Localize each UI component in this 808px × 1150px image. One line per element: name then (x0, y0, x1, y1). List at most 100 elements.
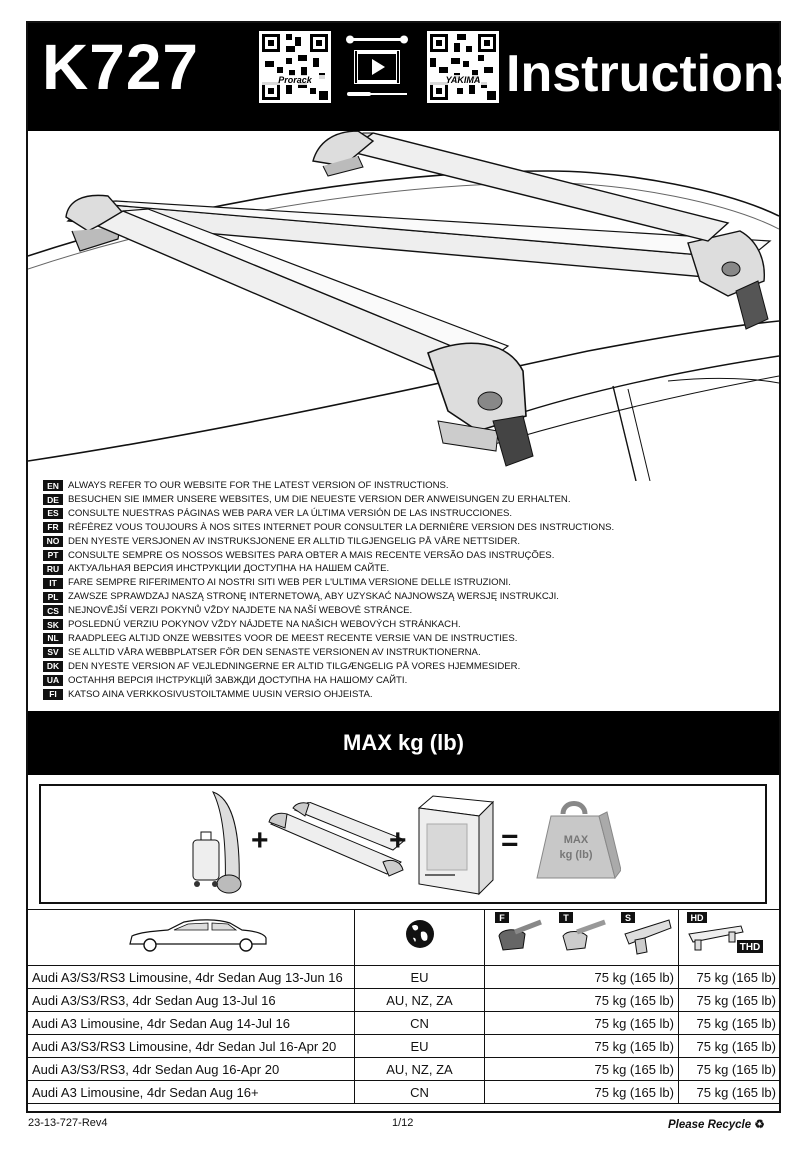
vehicle-cell: Audi A3 Limousine, 4dr Sedan Aug 16+ (27, 1080, 355, 1104)
max-weight-icon (536, 801, 621, 880)
language-notice-text: FARE SEMPRE RIFERIMENTO AI NOSTRI SITI W… (68, 577, 511, 589)
max-load-standard-cell: 75 kg (165 lb) (484, 1057, 679, 1081)
recycle-note: Please Recycle ♻ (668, 1117, 765, 1131)
max-load-heavy-duty-cell: 75 kg (165 lb) (678, 1034, 781, 1058)
language-code-badge: IT (43, 577, 63, 589)
language-notice-text: RÉFÉREZ VOUS TOUJOURS À NOS SITES INTERN… (68, 521, 615, 533)
foot-type-f-label: F (499, 913, 505, 923)
table-row: Audi A3/S3/RS3 Limousine, 4dr Sedan Jul … (27, 1034, 781, 1058)
weight-label-unit: kg (lb) (559, 849, 593, 862)
globe-icon (406, 920, 434, 948)
sedan-car-icon (129, 919, 267, 952)
foot-types-hd-thd-icon: HD THD (687, 912, 763, 953)
language-notice-text: NEJNOVĚJŠÍ VERZI POKYNŮ VŽDY NAJDETE NA … (68, 605, 413, 617)
language-notice-list: EN ALWAYS REFER TO OUR WEBSITE FOR THE LA… (43, 479, 763, 701)
language-notice-text: CONSULTE SEMPRE OS NOSSOS WEBSITES PARA … (68, 549, 555, 561)
foot-type-hd-label: HD (691, 913, 704, 923)
max-load-standard-cell: 75 kg (165 lb) (484, 1034, 679, 1058)
qr-code-prorack[interactable]: Prorack (259, 31, 331, 103)
region-cell: EU (354, 1034, 485, 1058)
max-load-standard-cell: 75 kg (165 lb) (484, 965, 679, 989)
language-notice-text: ALWAYS REFER TO OUR WEBSITE FOR THE LATE… (68, 480, 449, 492)
document-number: 23-13-727-Rev4 (28, 1117, 108, 1129)
language-code-badge: FI (43, 688, 63, 700)
vehicle-cell: Audi A3/S3/RS3, 4dr Sedan Aug 13-Jul 16 (27, 988, 355, 1012)
plus-sign: + (389, 824, 407, 857)
foot-types-f-t-s-icon: F T S (495, 912, 672, 955)
language-row: CS NEJNOVĚJŠÍ VERZI POKYNŮ VŽDY NAJDETE N… (43, 604, 763, 618)
region-cell: AU, NZ, ZA (354, 988, 485, 1012)
heavy-duty-feet-column-header: HD THD (678, 909, 781, 966)
language-code-badge: DE (43, 494, 63, 506)
language-row: IT FARE SEMPRE RIFERIMENTO AI NOSTRI SITI… (43, 576, 763, 590)
language-code-badge: RU (43, 563, 63, 575)
language-notice-text: SE ALLTID VÅRA WEBBPLATSER FÖR DEN SENAS… (68, 646, 481, 658)
page-title: Instructions (506, 45, 804, 103)
language-row: PL ZAWSZE SPRAWDZAJ NASZĄ STRONĘ INTERNET… (43, 590, 763, 604)
vehicle-cell: Audi A3/S3/RS3, 4dr Sedan Aug 16-Apr 20 (27, 1057, 355, 1081)
table-row: Audi A3/S3/RS3 Limousine, 4dr Sedan Aug … (27, 965, 781, 989)
language-notice-text: ZAWSZE SPRAWDZAJ NASZĄ STRONĘ INTERNETOW… (68, 591, 559, 603)
max-load-standard-cell: 75 kg (165 lb) (484, 1011, 679, 1035)
table-row: Audi A3 Limousine, 4dr Sedan Aug 14-Jul … (27, 1011, 781, 1035)
qr-code-yakima[interactable]: YAKIMA (427, 31, 499, 103)
language-code-badge: NL (43, 633, 63, 645)
qr-pattern-icon (262, 34, 328, 100)
language-code-badge: DK (43, 661, 63, 673)
language-row: ES CONSULTE NUESTRAS PÁGINAS WEB PARA VER… (43, 507, 763, 521)
language-notice-text: BESUCHEN SIE IMMER UNSERE WEBSITES, UM D… (68, 494, 571, 506)
language-row: DE BESUCHEN SIE IMMER UNSERE WEBSITES, UM… (43, 493, 763, 507)
max-load-heavy-duty-cell: 75 kg (165 lb) (678, 988, 781, 1012)
language-notice-text: АКТУАЛЬНАЯ ВЕРСИЯ ИНСТРУКЦИИ ДОСТУПНА НА… (68, 563, 390, 575)
foot-type-t-label: T (563, 913, 569, 923)
vehicle-column-header (27, 909, 355, 966)
fitting-table: F T S HD (27, 909, 781, 1104)
max-load-heavy-duty-cell: 75 kg (165 lb) (678, 1057, 781, 1081)
language-notice-text: DEN NYESTE VERSJONEN AV INSTRUKSJONENE E… (68, 535, 521, 547)
language-row: FI KATSO AINA VERKKOSIVUSTOILTAMME UUSIN … (43, 687, 763, 701)
load-equation-figure: + + = MAX kg (lb) (39, 784, 767, 904)
plus-sign: + (251, 824, 269, 857)
language-notice-text: CONSULTE NUESTRAS PÁGINAS WEB PARA VER L… (68, 507, 513, 519)
qr-label-prorack: Prorack (259, 75, 331, 85)
max-load-heading: MAX kg (lb) (28, 711, 779, 775)
language-row: EN ALWAYS REFER TO OUR WEBSITE FOR THE LA… (43, 479, 763, 493)
region-cell: EU (354, 965, 485, 989)
vehicle-cell: Audi A3 Limousine, 4dr Sedan Aug 14-Jul … (27, 1011, 355, 1035)
video-instructions-icon[interactable] (345, 34, 409, 100)
standard-feet-column-header: F T S (484, 909, 679, 966)
language-notice-text: ОСТАННЯ ВЕРСІЯ ІНСТРУКЦІЙ ЗАВЖДИ ДОСТУПН… (68, 674, 408, 686)
language-code-badge: ES (43, 508, 63, 520)
language-notice-text: KATSO AINA VERKKOSIVUSTOILTAMME UUSIN VE… (68, 688, 373, 700)
product-code: K727 (42, 31, 199, 103)
language-code-badge: FR (43, 522, 63, 534)
recycle-label: Please Recycle (668, 1119, 752, 1131)
equals-sign: = (501, 824, 519, 857)
foot-type-s-label: S (625, 913, 631, 923)
language-code-badge: PL (43, 591, 63, 603)
language-row: UA ОСТАННЯ ВЕРСІЯ ІНСТРУКЦІЙ ЗАВЖДИ ДОСТУ… (43, 673, 763, 687)
page-border (26, 21, 781, 1113)
language-code-badge: CS (43, 605, 63, 617)
vehicle-cell: Audi A3/S3/RS3 Limousine, 4dr Sedan Aug … (27, 965, 355, 989)
region-column-header (354, 909, 485, 966)
region-cell: AU, NZ, ZA (354, 1057, 485, 1081)
language-notice-text: POSLEDNÚ VERZIU POKYNOV VŽDY NÁJDETE NA … (68, 619, 461, 631)
max-load-standard-cell: 75 kg (165 lb) (484, 1080, 679, 1104)
foot-type-thd-label: THD (740, 942, 761, 953)
luggage-icon (192, 791, 242, 894)
max-load-heavy-duty-cell: 75 kg (165 lb) (678, 965, 781, 989)
language-code-badge: SK (43, 619, 63, 631)
weight-label: MAX kg (lb) (537, 833, 615, 864)
language-notice-text: RAADPLEEG ALTIJD ONZE WEBSITES VOOR DE M… (68, 632, 518, 644)
roof-bars-icon (268, 802, 405, 877)
language-code-badge: EN (43, 480, 63, 492)
fitting-kit-box-icon (417, 795, 495, 896)
language-code-badge: UA (43, 674, 63, 686)
vehicle-cell: Audi A3/S3/RS3 Limousine, 4dr Sedan Jul … (27, 1034, 355, 1058)
